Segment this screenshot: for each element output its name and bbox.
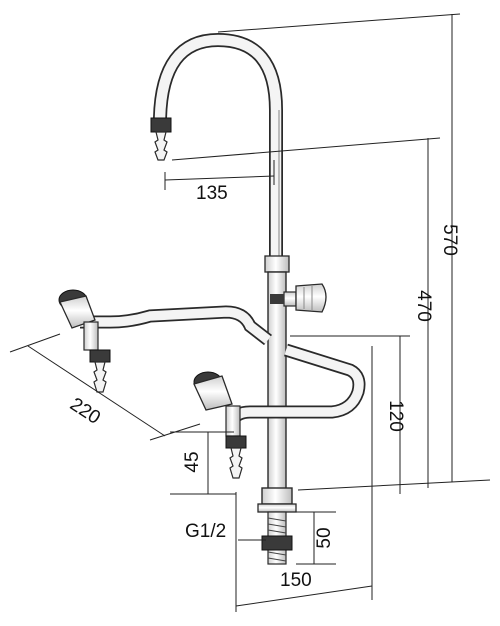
spout-nut [150, 117, 172, 133]
dim-thread-size: G1/2 [185, 521, 226, 542]
lock-nut [261, 535, 293, 551]
left-valve [58, 289, 111, 393]
upper-valve [270, 283, 327, 313]
dimension-lines [9, 13, 491, 612]
spout-hose-barb [154, 131, 168, 161]
dim-thread-length: 50 [314, 527, 335, 548]
dim-valve-height: 120 [385, 400, 406, 432]
dim-spout-reach: 135 [196, 183, 228, 204]
spout-collar [264, 255, 290, 273]
dim-total-height: 570 [439, 224, 460, 256]
main-column [267, 271, 287, 491]
dim-nozzle-drop: 45 [182, 451, 203, 472]
dim-side-arm-span: 220 [66, 394, 104, 429]
dim-spout-height: 470 [413, 290, 434, 322]
faucet-body [58, 32, 366, 565]
gooseneck-spout [153, 32, 283, 262]
dim-base-offset: 150 [280, 570, 312, 591]
base-mount [257, 487, 297, 565]
front-arm [225, 343, 366, 425]
front-valve [193, 371, 247, 479]
left-arm [80, 305, 272, 346]
